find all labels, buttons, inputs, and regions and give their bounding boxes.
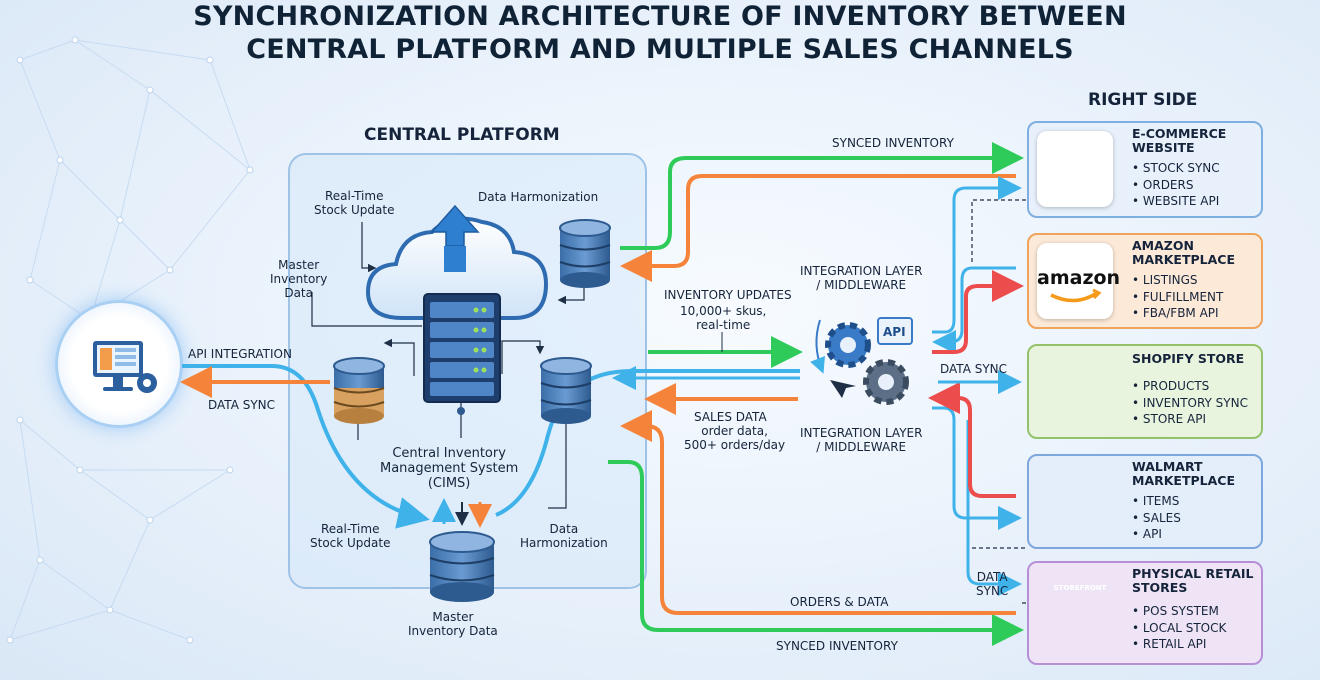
network-node — [26, 276, 34, 284]
computer-icon — [93, 341, 157, 393]
network-line — [9, 559, 41, 641]
network-line — [9, 609, 111, 641]
network-line — [19, 59, 61, 161]
storefront-sign-label: STOREFRONT — [1053, 584, 1107, 592]
network-line — [149, 89, 251, 171]
channel-item: POS SYSTEM — [1132, 603, 1226, 620]
channel-item: INVENTORY SYNC — [1132, 395, 1248, 412]
network-line — [19, 419, 41, 561]
network-line — [19, 39, 76, 61]
title-line-1: SYNCHRONIZATION ARCHITECTURE OF INVENTOR… — [193, 1, 1127, 32]
right-side-label: RIGHT SIDE — [1088, 90, 1198, 110]
physical-logo-tile — [1037, 571, 1113, 647]
network-line — [169, 169, 251, 271]
network-node — [226, 466, 234, 474]
network-node — [16, 56, 24, 64]
realtime-stock-update-top-label: Real-Time Stock Update — [314, 189, 395, 217]
network-node — [116, 216, 124, 224]
ecommerce-logo-tile — [1037, 131, 1113, 207]
channel-item: API — [1132, 526, 1181, 543]
amazon-logo-icon: amazon — [1037, 267, 1121, 289]
data-sync-mid-label: DATA SYNC — [940, 362, 1008, 376]
network-line — [74, 39, 151, 91]
integration-layer-bottom-label: INTEGRATION LAYER / MIDDLEWARE — [800, 426, 923, 454]
network-line — [119, 219, 171, 271]
network-line — [29, 159, 61, 281]
channel-card-walmart[interactable]: WALMART MARKETPLACE ITEMS SALES API — [1027, 454, 1263, 549]
sales-data-label: SALES DATA — [694, 410, 767, 424]
api-badge-label: API — [883, 325, 906, 339]
channel-item: WEBSITE API — [1132, 193, 1220, 210]
orders-and-data-label: ORDERS & DATA — [790, 595, 889, 609]
channel-item: FBA/FBM API — [1132, 305, 1223, 322]
title-line-2: CENTRAL PLATFORM AND MULTIPLE SALES CHAN… — [246, 34, 1074, 65]
channel-title: WALMART MARKETPLACE — [1132, 459, 1236, 488]
channel-title: PHYSICAL RETAIL STORES — [1132, 566, 1254, 595]
network-node — [146, 516, 154, 524]
channel-item: SALES — [1132, 510, 1181, 527]
network-node — [16, 416, 24, 424]
walmart-logo-tile — [1037, 464, 1113, 540]
channel-item: STORE API — [1132, 411, 1248, 428]
admin-computer-node[interactable] — [55, 300, 183, 428]
network-node — [36, 556, 44, 564]
central-platform-label: CENTRAL PLATFORM — [364, 125, 560, 145]
network-node — [166, 266, 174, 274]
network-node — [106, 606, 114, 614]
network-node — [76, 466, 84, 474]
synced-inventory-top-label: SYNCED INVENTORY — [832, 136, 954, 150]
network-node — [246, 166, 254, 174]
network-line — [74, 39, 211, 61]
network-line — [79, 469, 151, 521]
diagram-title: SYNCHRONIZATION ARCHITECTURE OF INVENTOR… — [0, 0, 1320, 66]
channel-card-physical-retail[interactable]: STOREFRONT PHYSICAL RETAIL STORES POS SY… — [1027, 561, 1263, 665]
network-line — [109, 519, 151, 611]
channel-item: ITEMS — [1132, 493, 1181, 510]
channel-item: ORDERS — [1132, 177, 1220, 194]
network-node — [206, 56, 214, 64]
inventory-updates-sub-label: 10,000+ skus, real-time — [680, 304, 767, 332]
network-node — [146, 86, 154, 94]
cims-label: Central Inventory Management System (CIM… — [380, 446, 519, 491]
channel-card-shopify[interactable]: SHOPIFY STORE PRODUCTS INVENTORY SYNC ST… — [1027, 344, 1263, 439]
sales-data-sub-label: order data, 500+ orders/day — [684, 424, 786, 452]
network-node — [6, 636, 14, 644]
data-sync-left-label: DATA SYNC — [208, 398, 276, 412]
master-inventory-bottom-label: Master Inventory Data — [408, 610, 498, 638]
amazon-smile-icon — [1050, 288, 1102, 303]
shopify-logo-tile — [1037, 354, 1113, 430]
network-line — [39, 559, 111, 611]
channel-item: PRODUCTS — [1132, 378, 1248, 395]
integration-layer-top-label: INTEGRATION LAYER / MIDDLEWARE — [800, 264, 923, 292]
realtime-stock-update-bottom-label: Real-Time Stock Update — [310, 522, 391, 550]
channel-card-ecommerce[interactable]: E-COMMERCE WEBSITE STOCK SYNC ORDERS WEB… — [1027, 121, 1263, 218]
amazon-logo-tile: amazon — [1037, 243, 1121, 319]
network-line — [149, 469, 231, 521]
network-line — [209, 59, 251, 171]
network-line — [19, 419, 81, 471]
network-node — [71, 36, 79, 44]
network-node — [186, 636, 194, 644]
data-sync-right-label: DATA SYNC — [976, 570, 1009, 598]
data-harmonization-bottom-label: Data Harmonization — [520, 522, 608, 550]
inventory-updates-label: INVENTORY UPDATES — [664, 288, 792, 302]
channel-title: SHOPIFY STORE — [1132, 351, 1245, 366]
channel-item: RETAIL API — [1132, 636, 1226, 653]
channel-item: LISTINGS — [1132, 272, 1223, 289]
master-inventory-left-label: Master Inventory Data — [270, 258, 328, 300]
network-line — [119, 89, 151, 221]
synced-inventory-bottom-label: SYNCED INVENTORY — [776, 639, 898, 653]
data-harmonization-top-label: Data Harmonization — [478, 190, 599, 204]
channel-card-amazon[interactable]: amazon AMAZON MARKETPLACE LISTINGS FULFI… — [1027, 233, 1263, 329]
channel-title: AMAZON MARKETPLACE — [1132, 238, 1236, 267]
api-integration-label: API INTEGRATION — [188, 347, 292, 361]
network-line — [59, 159, 121, 221]
network-node — [56, 156, 64, 164]
channel-item: LOCAL STOCK — [1132, 620, 1226, 637]
channel-item: FULFILLMENT — [1132, 289, 1223, 306]
channel-item: STOCK SYNC — [1132, 160, 1220, 177]
channel-title: E-COMMERCE WEBSITE — [1132, 126, 1227, 155]
network-line — [109, 609, 191, 641]
